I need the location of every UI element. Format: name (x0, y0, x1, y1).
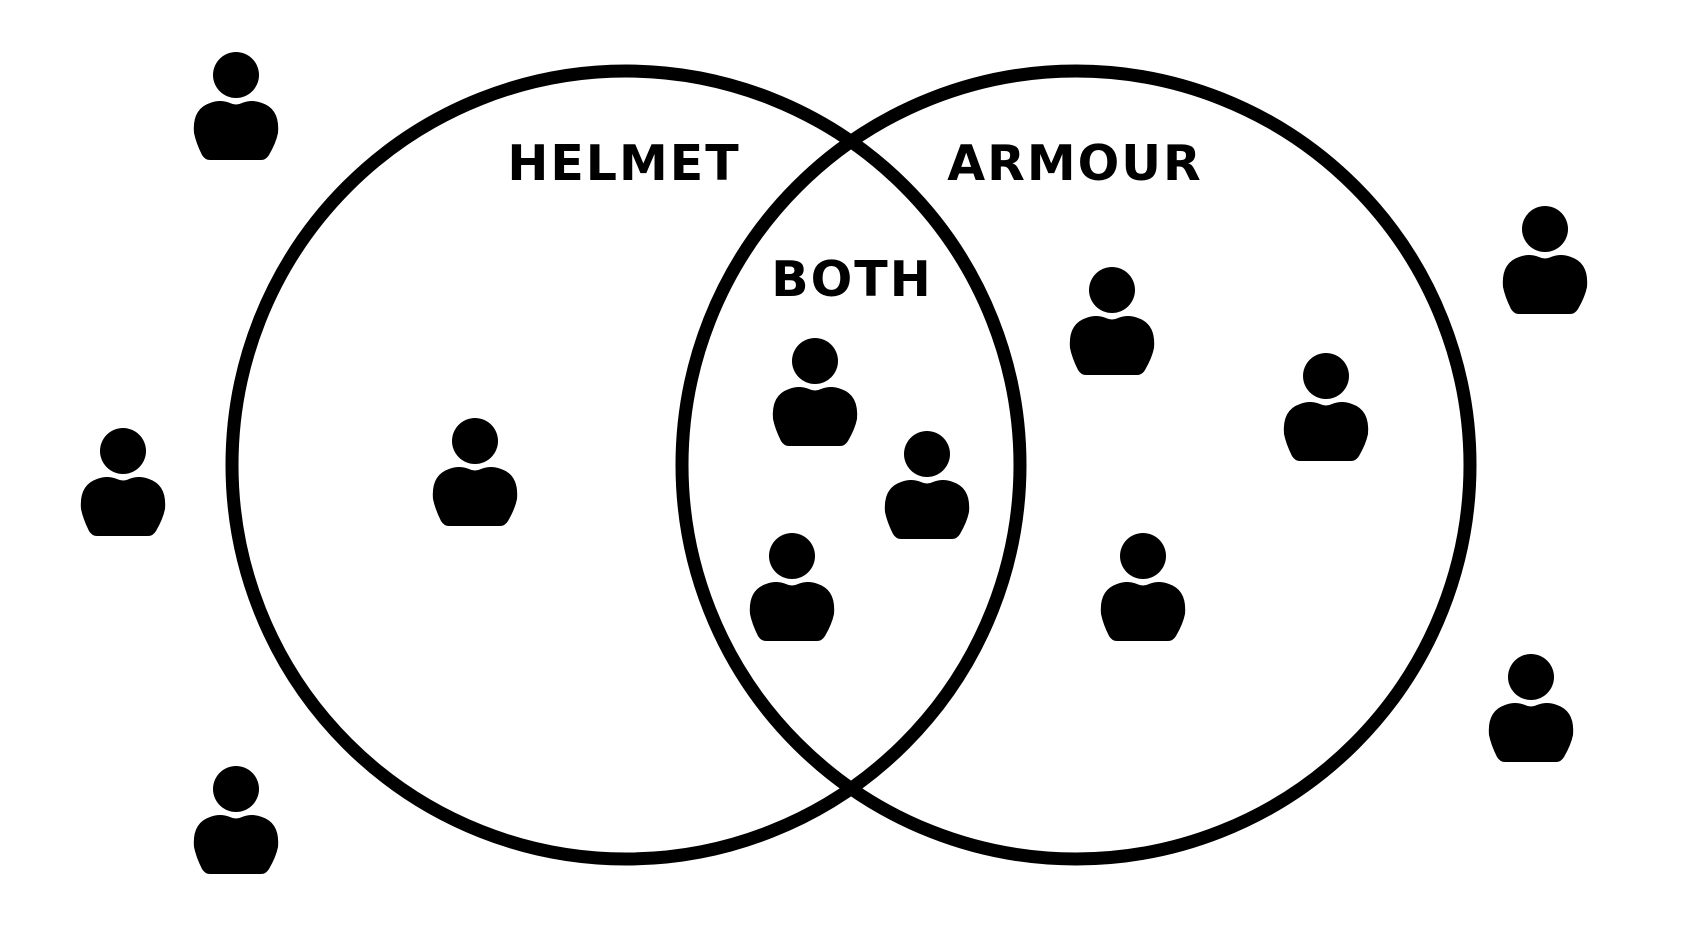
person-icon-outside (80, 428, 166, 536)
armour-set-circle (675, 64, 1477, 866)
person-icon-outside (193, 766, 279, 874)
both-label: BOTH (771, 251, 932, 308)
person-icon-both (772, 338, 858, 446)
people-layer (80, 52, 1588, 874)
person-icon-outside (1502, 206, 1588, 314)
person-icon-armour-only (1100, 533, 1186, 641)
person-icon-helmet-only (432, 418, 518, 526)
person-icon-outside (193, 52, 279, 160)
armour-label: ARMOUR (947, 135, 1203, 192)
person-icon-both (749, 533, 835, 641)
helmet-set-circle (225, 64, 1027, 866)
person-icon-both (884, 431, 970, 539)
person-icon-outside (1488, 654, 1574, 762)
helmet-label: HELMET (507, 135, 740, 192)
person-icon-armour-only (1069, 267, 1155, 375)
person-icon-armour-only (1283, 353, 1369, 461)
